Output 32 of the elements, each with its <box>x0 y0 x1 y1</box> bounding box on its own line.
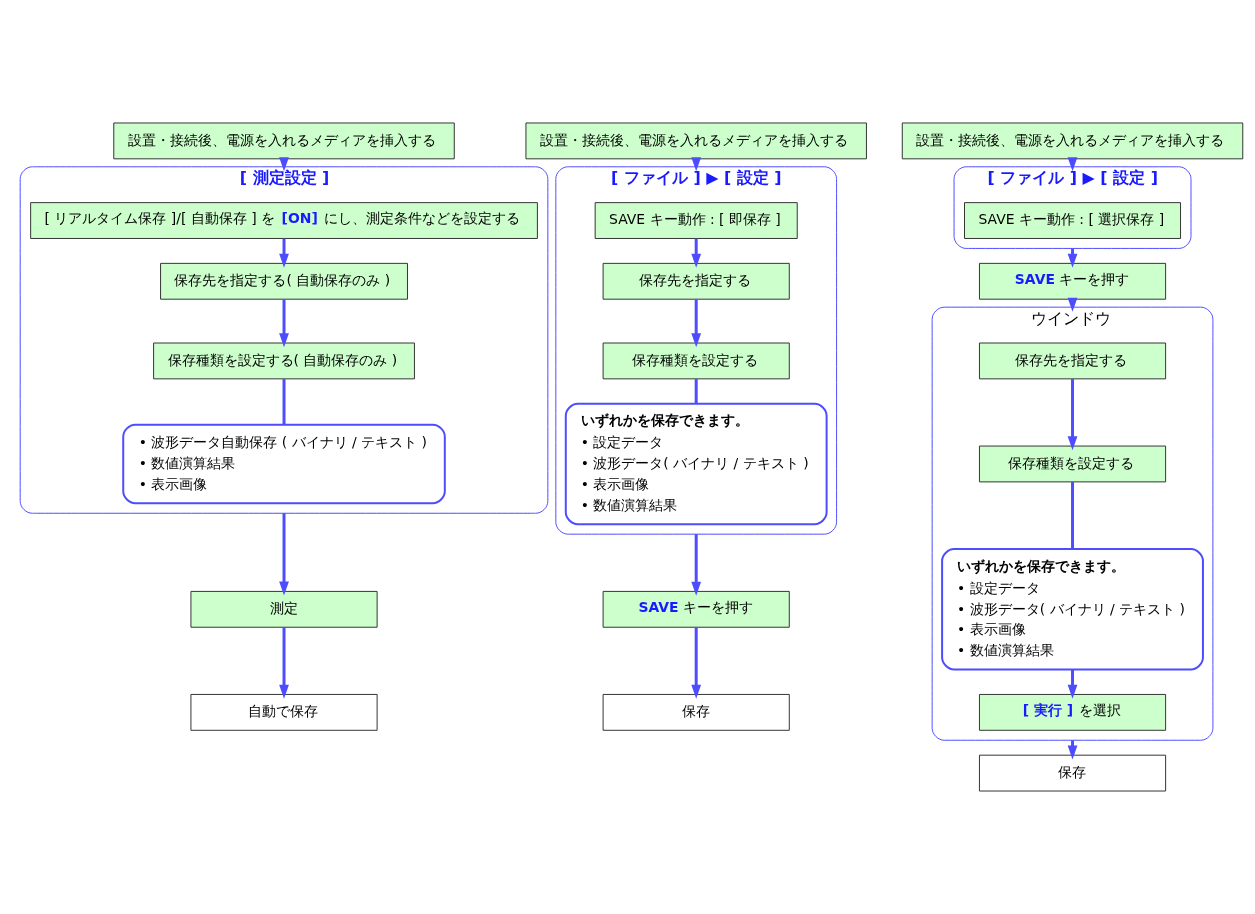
node-box: 自動で保存 <box>190 693 378 731</box>
arrow <box>691 627 702 699</box>
node-box: 測定 <box>190 590 378 628</box>
arrow <box>691 534 702 596</box>
node-box: いずれかを保存できます。 • 設定データ • 波形データ( バイナリ / テキスト ) • 表示画像 • 数値演算結果 <box>564 402 828 526</box>
node-box: 保存 <box>602 693 790 731</box>
node-box: SAVE キーを押す <box>602 590 790 628</box>
arrow <box>691 299 702 348</box>
arrow <box>279 627 289 699</box>
arrow <box>1067 248 1078 268</box>
node-box: • 波形データ自動保存 ( バイナリ / テキスト ) • 数値演算結果 • 表示画像 <box>122 423 446 505</box>
arrow <box>1067 379 1078 451</box>
node-box: SAVE キー動作 : [ 即保存 ] <box>594 202 798 239</box>
node-box: [ リアルタイム保存 ]/[ 自動保存 ] を [ON] にし、測定条件などを設定する <box>30 202 538 239</box>
arrow <box>279 299 289 348</box>
arrow <box>1067 669 1078 699</box>
arrow <box>279 238 289 268</box>
node-box: [ 実行 ] を選択 <box>978 693 1167 731</box>
node-box: 保存種類を設定する( 自動保存のみ ) <box>153 342 415 380</box>
node-box: 保存先を指定する( 自動保存のみ ) <box>160 262 408 300</box>
arrow <box>279 513 289 596</box>
node-box: 保存先を指定する <box>602 262 790 300</box>
node-box: 保存 <box>978 754 1167 792</box>
arrow <box>691 238 702 268</box>
connector <box>282 379 286 425</box>
node-box: 保存種類を設定する <box>978 445 1167 483</box>
connector <box>694 379 698 404</box>
node-box: 保存先を指定する <box>978 342 1167 380</box>
node-box: 保存種類を設定する <box>602 342 790 380</box>
node-box: SAVE キー動作 : [ 選択保存 ] <box>964 202 1182 239</box>
connector <box>1071 481 1075 549</box>
node-box: いずれかを保存できます。 • 設定データ • 波形データ( バイナリ / テキスト ) • 表示画像 • 数値演算結果 <box>941 548 1204 671</box>
